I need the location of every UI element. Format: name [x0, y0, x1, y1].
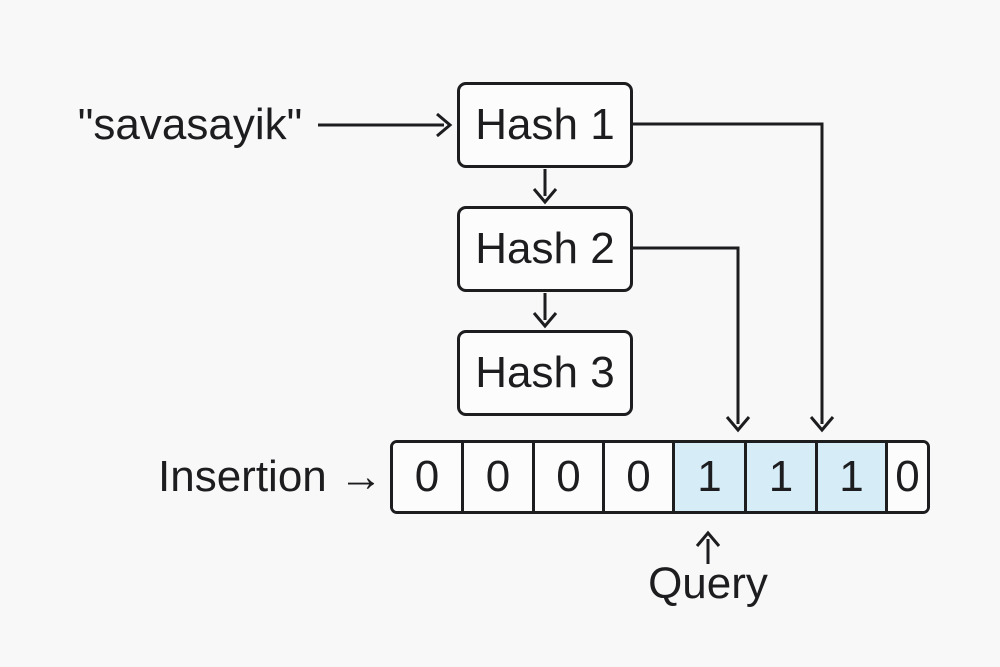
bit-cell: 1 [675, 443, 747, 511]
input-string-label: "savasayik" [77, 100, 303, 149]
hash-2-box: Hash 2 [457, 206, 633, 292]
query-arrow [695, 530, 721, 564]
query-label: Query [648, 559, 768, 608]
input-to-hash1-arrow [318, 112, 453, 138]
hash-1-box: Hash 1 [457, 82, 633, 168]
bit-cell: 0 [888, 443, 927, 511]
hash-1-label: Hash 1 [475, 100, 615, 149]
bit-cell: 1 [818, 443, 888, 511]
hash-3-label: Hash 3 [475, 348, 615, 397]
bit-cell: 1 [747, 443, 818, 511]
bit-array: 0 0 0 0 1 1 1 0 [390, 440, 930, 514]
hash2-to-array-arrow [633, 246, 751, 433]
hash2-to-hash3-arrow [532, 293, 558, 329]
hash-3-box: Hash 3 [457, 330, 633, 416]
insertion-label: Insertion → [158, 452, 383, 501]
bit-cell: 0 [605, 443, 675, 511]
hash1-to-hash2-arrow [532, 169, 558, 205]
bit-cell: 0 [393, 443, 464, 511]
hash-2-label: Hash 2 [475, 224, 615, 273]
bit-cell: 0 [535, 443, 605, 511]
bit-cell: 0 [464, 443, 535, 511]
hash1-to-array-arrow [633, 122, 835, 433]
